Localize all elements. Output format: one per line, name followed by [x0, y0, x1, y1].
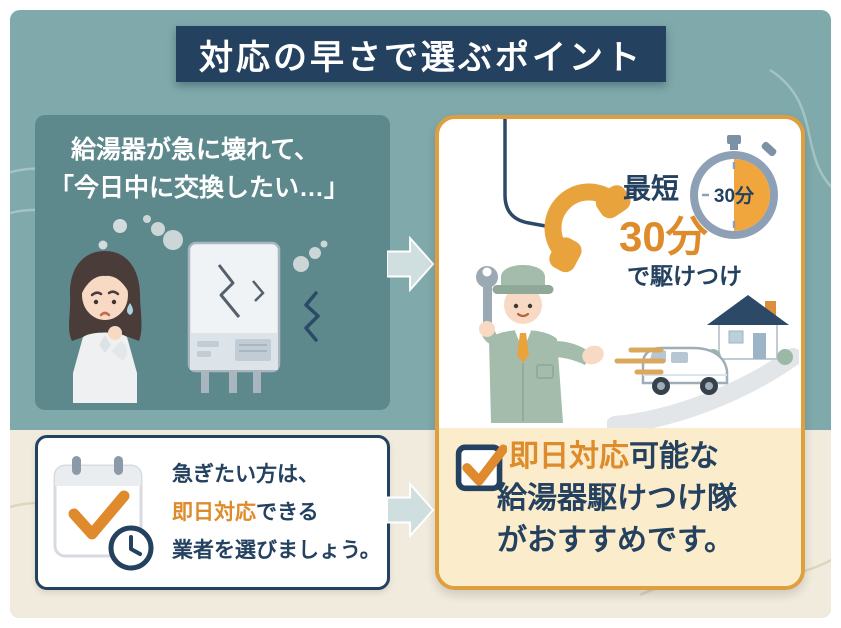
- advice-line1: 急ぎたい方は、: [172, 463, 319, 486]
- woman-illustration: [68, 251, 142, 403]
- smoke-icon: [293, 240, 328, 272]
- checkbox-check-icon: [455, 444, 507, 492]
- stress-mark-icon: [304, 291, 320, 342]
- recommend-line1-rest: 可能な: [629, 440, 719, 473]
- recommend-line3: がおすすめです。: [497, 524, 734, 557]
- recommend-text: 即日対応可能な 給湯器駆けつけ隊 がおすすめです。: [497, 436, 737, 562]
- road-illustration: [607, 348, 799, 431]
- calendar-check-icon: [53, 456, 154, 571]
- recommend-line1: 即日対応可能な: [497, 436, 737, 478]
- phone-icon: [544, 183, 631, 273]
- speed-minutes: 30分: [619, 213, 708, 260]
- advice-line2-rest: できる: [256, 501, 319, 524]
- speed-prefix: 最短: [623, 173, 680, 204]
- title-banner: 対応の早さで選ぶポイント: [176, 26, 666, 82]
- problem-line2: 「今日中に交換したい…」: [49, 174, 350, 202]
- thought-dots-icon: [98, 219, 127, 250]
- recommend-section: 即日対応可能な 給湯器駆けつけ隊 がおすすめです。: [439, 428, 801, 586]
- recommend-line2: 給湯器駆けつけ隊: [497, 482, 737, 515]
- speed-lines-icon: [614, 347, 665, 375]
- speed-suffix: で駆けつけ: [627, 263, 742, 289]
- worker-illustration: [476, 265, 604, 423]
- recommend-highlight: 即日対応: [509, 440, 629, 473]
- smoke-icon: [143, 215, 183, 250]
- problem-line1: 給湯器が急に壊れて、: [71, 136, 320, 164]
- page-title: 対応の早さで選ぶポイント: [199, 38, 643, 77]
- advice-text: 急ぎたい方は、 即日対応できる 業者を選びましょう。: [172, 456, 381, 570]
- water-heater-illustration: [187, 241, 281, 393]
- problem-panel: 給湯器が急に壊れて、 「今日中に交換したい…」: [35, 115, 390, 410]
- arrow-right-icon: [387, 482, 435, 538]
- advice-panel: 急ぎたい方は、 即日対応できる 業者を選びましょう。: [35, 435, 390, 590]
- house-icon: [705, 295, 793, 365]
- solution-panel: 最短 30分 30分 で駆けつけ: [435, 115, 805, 590]
- phone-cord: [503, 119, 552, 229]
- problem-text: 給湯器が急に壊れて、 「今日中に交換したい…」: [49, 131, 349, 207]
- stopwatch-icon: [690, 135, 778, 239]
- stopwatch-label: 30分: [713, 186, 755, 207]
- advice-line3: 業者を選びましょう。: [172, 539, 381, 562]
- advice-line2: 即日対応できる: [172, 494, 381, 532]
- arrow-right-icon: [387, 236, 435, 292]
- advice-highlight: 即日対応: [172, 501, 256, 524]
